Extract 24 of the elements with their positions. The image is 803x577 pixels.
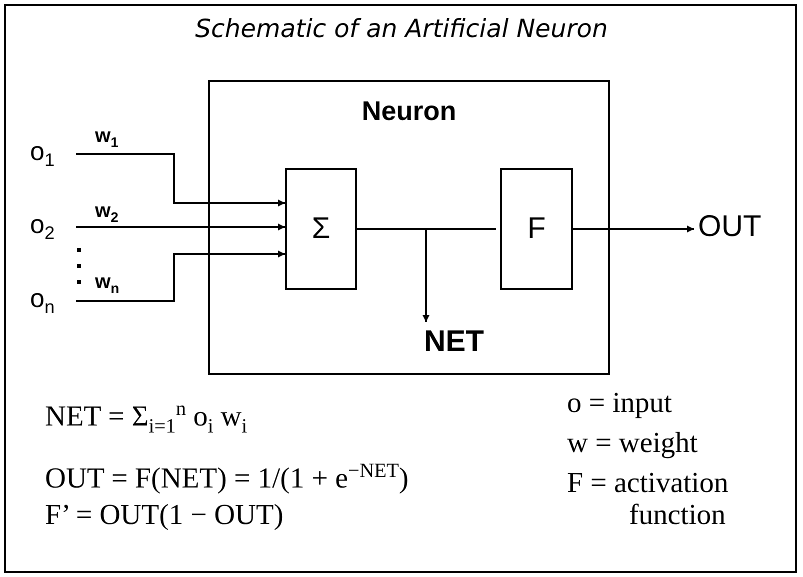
input-label: o$_{1}$: [30, 140, 76, 168]
process-box: F: [500, 168, 573, 290]
input-label: o$_{2}$: [30, 213, 76, 241]
edge-label: w$_{2}$: [95, 201, 118, 224]
edge-label: w$_{1}$: [95, 126, 118, 149]
output-label: OUT: [698, 210, 778, 244]
formula: OUT = F(NET) = 1/(1 + e$^{−NET}$): [45, 460, 409, 496]
arrow: [76, 224, 285, 230]
output-label: NET: [416, 322, 492, 362]
formula: NET = Σ$_{i=1}$$^{n}$ o$_{i}$ w$_{i}$: [45, 398, 248, 438]
definition: o = input: [567, 388, 672, 420]
definition: F = activation function: [567, 468, 730, 532]
input-label: o$_{n}$: [30, 287, 76, 315]
arrow: [357, 228, 430, 322]
process-box: Σ: [285, 168, 357, 290]
diagram-title: Schematic of an Artificial Neuron: [194, 14, 609, 43]
arrow: [76, 250, 285, 302]
arrow: [76, 153, 285, 206]
box-heading: Neuron: [360, 96, 458, 127]
definition: w = weight: [567, 428, 698, 460]
neuron-box: [208, 80, 610, 375]
edge-label: w$_{n}$: [95, 272, 120, 295]
arrow: [573, 226, 694, 232]
formula: F’ = OUT(1 − OUT): [45, 500, 284, 532]
